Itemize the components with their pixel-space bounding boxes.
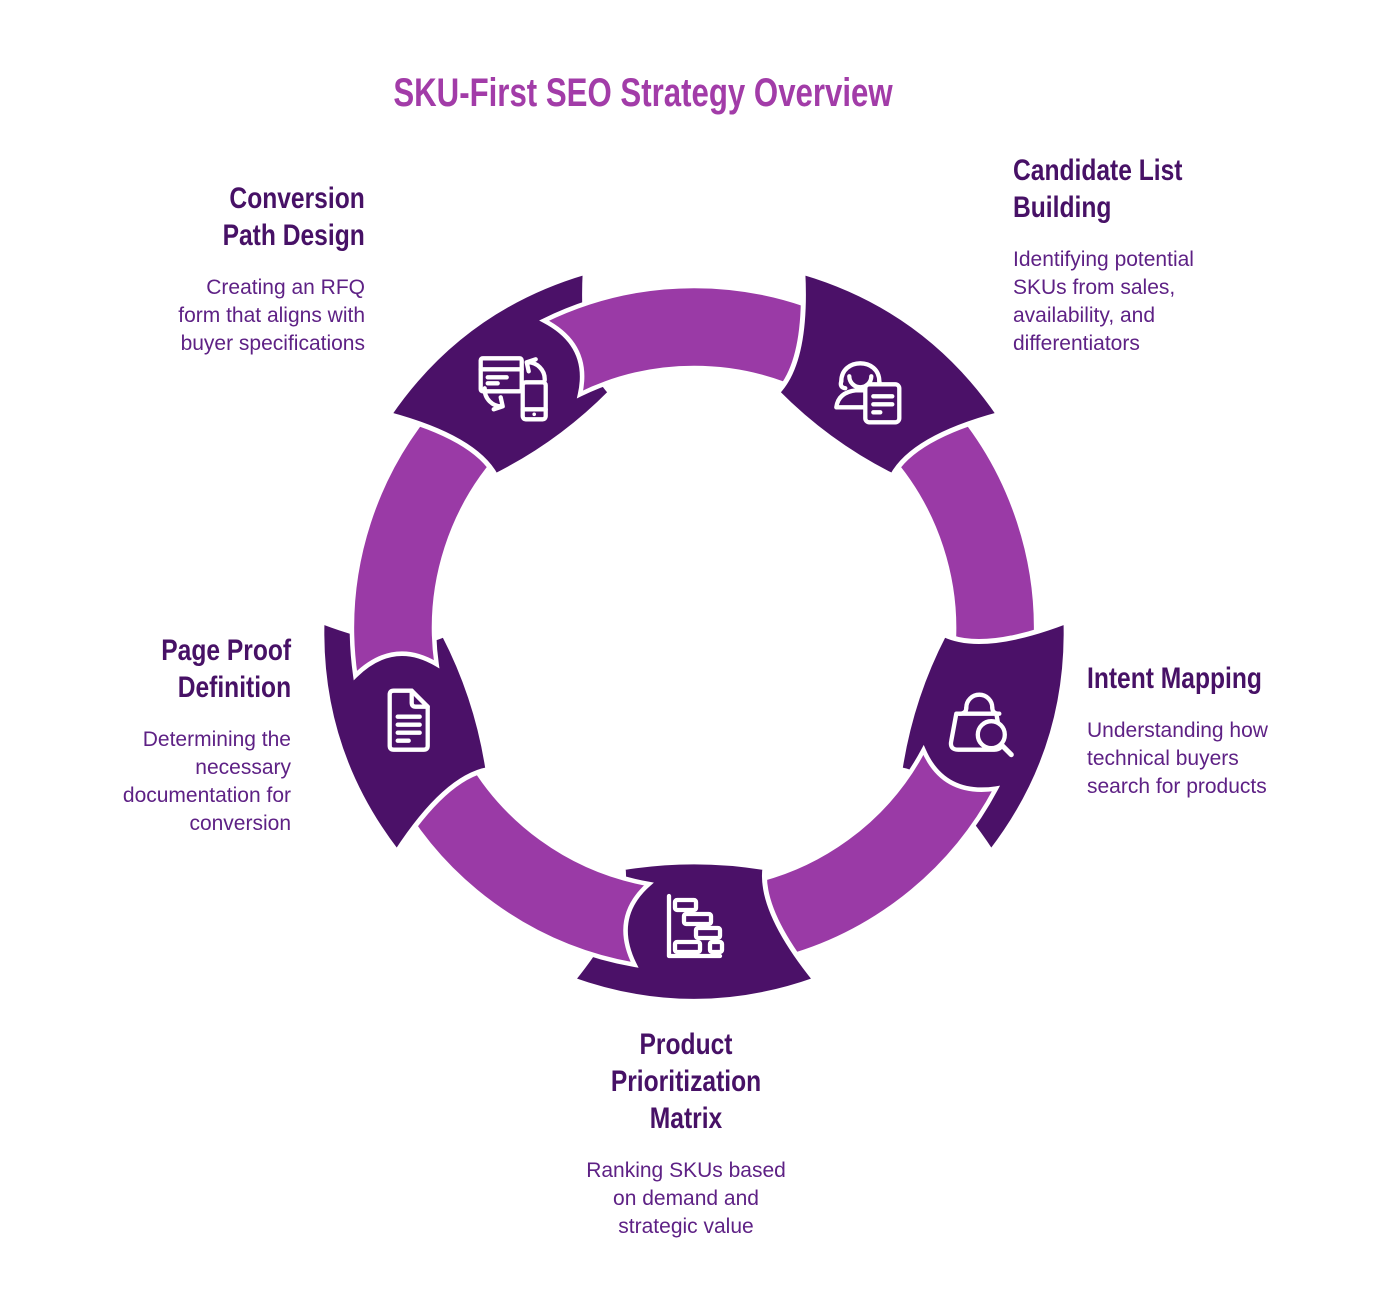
note-text-lines (871, 394, 895, 415)
gantt-bar-2 (681, 911, 714, 927)
magnifier-lens (975, 719, 1007, 751)
gantt-bar-3 (693, 925, 723, 941)
step-description: Ranking SKUs based on demand and strateg… (586, 1159, 786, 1238)
step-heading: Page Proof Definition (161, 634, 291, 704)
sync-arrow-down (482, 386, 505, 412)
browser-card-shape (478, 356, 524, 394)
step-product-prioritization-matrix: Product Prioritization Matrix Ranking SK… (536, 1026, 836, 1241)
step-intent-mapping: Intent Mapping Understanding how technic… (1087, 660, 1300, 801)
gantt-bar-5 (707, 939, 725, 955)
phone-shape (520, 380, 548, 422)
step-description: Understanding how technical buyers searc… (1087, 719, 1268, 798)
shoulders-shape (834, 388, 868, 410)
page-shape (387, 688, 430, 752)
step-conversion-path-design: Conversion Path Design Creating an RFQ f… (178, 180, 365, 358)
page-title: SKU-First SEO Strategy Overview (393, 71, 893, 115)
bag-handle (964, 692, 995, 710)
step-description: Identifying potential SKUs from sales, a… (1013, 248, 1194, 355)
shopping-bag-search-icon (948, 692, 1014, 758)
user-profile-note-icon (834, 361, 902, 425)
magnifier-handle (998, 742, 1014, 758)
step-description: Determining the necessary documentation … (122, 728, 291, 835)
browser-text-lines (485, 375, 509, 386)
gantt-chart-icon (666, 893, 725, 959)
page-fold (409, 688, 430, 709)
step-candidate-list-building: Candidate List Building Identifying pote… (1013, 152, 1220, 358)
step-heading: Intent Mapping (1087, 662, 1262, 695)
page-text-lines (395, 714, 422, 743)
face-shape (847, 374, 874, 390)
device-sync-icon (478, 356, 548, 422)
step-page-proof-definition: Page Proof Definition Determining the ne… (123, 632, 291, 838)
gantt-bar-1 (672, 897, 699, 913)
chart-axes (666, 893, 723, 959)
phone-home-dot (532, 412, 536, 417)
sync-arrow-up (524, 357, 547, 383)
step-heading: Candidate List Building (1013, 154, 1183, 224)
step-heading: Conversion Path Design (222, 182, 365, 252)
gantt-bar-4 (672, 939, 703, 955)
step-description: Creating an RFQ form that aligns with bu… (178, 276, 365, 355)
hair-shape (839, 361, 882, 384)
document-icon (387, 688, 430, 752)
step-heading: Product Prioritization Matrix (610, 1028, 762, 1135)
